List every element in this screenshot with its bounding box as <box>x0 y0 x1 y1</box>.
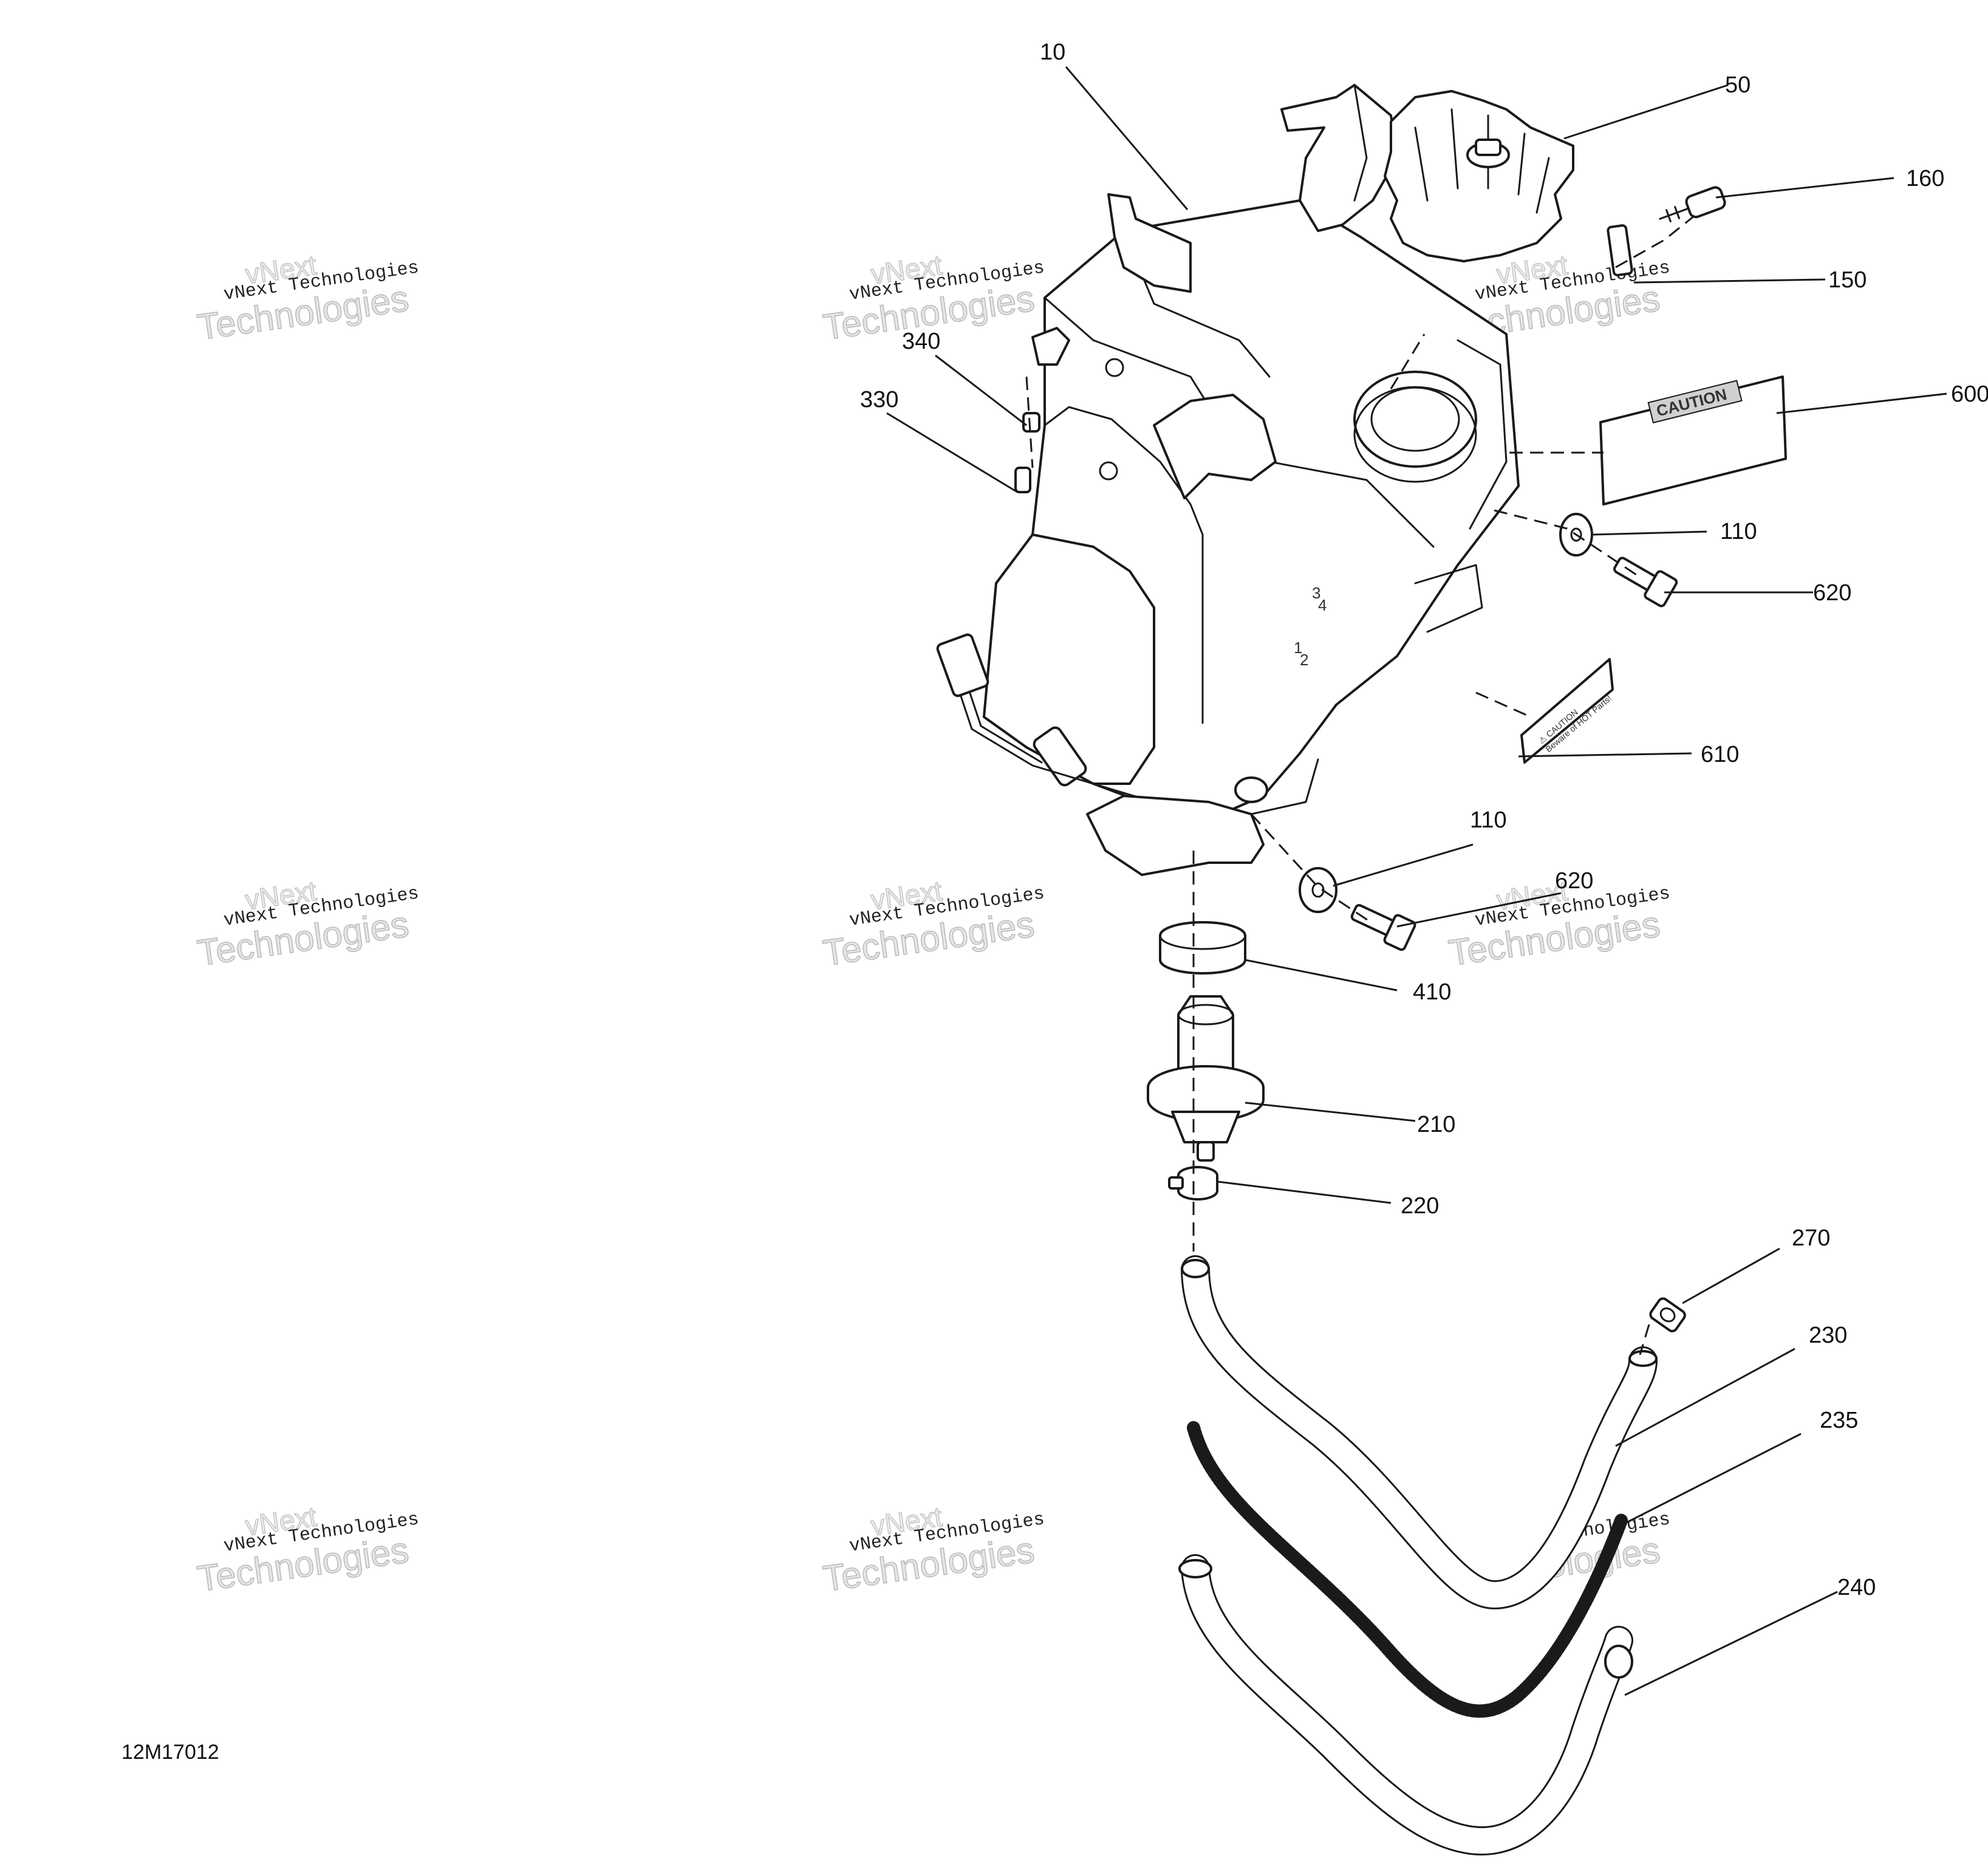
fuel-pump-part-210 <box>1147 995 1265 1162</box>
watermark-4: vNext vNext Technologies Technologies <box>194 874 420 974</box>
callout-610: 610 <box>1701 742 1739 767</box>
callout-330: 330 <box>860 387 898 413</box>
watermark-1: vNext vNext Technologies Technologies <box>194 248 420 348</box>
hose-part-240 <box>1178 1554 1633 1855</box>
svg-text:1: 1 <box>1294 639 1302 657</box>
callout-50: 50 <box>1725 72 1751 98</box>
svg-text:3: 3 <box>1312 584 1320 602</box>
callout-235: 235 <box>1820 1408 1858 1433</box>
clamp-part-270 <box>1649 1297 1686 1332</box>
callout-110-lower: 110 <box>1470 807 1507 833</box>
svg-text:2: 2 <box>1300 651 1308 669</box>
clamp-part-410 <box>1159 921 1246 975</box>
bolt-part-620-upper <box>1613 557 1678 608</box>
callout-210: 210 <box>1417 1112 1455 1137</box>
hose-part-230 <box>1181 1255 1658 1609</box>
callout-620-lower: 620 <box>1555 868 1593 894</box>
assembly-center-lines <box>1025 214 1695 1355</box>
callout-10: 10 <box>1040 39 1065 65</box>
watermark-8: vNext vNext Technologies Technologies <box>820 1500 1046 1600</box>
callout-620-upper: 620 <box>1813 580 1851 606</box>
fuel-tank-part-10: 3 4 1 2 <box>936 84 1520 876</box>
callout-410: 410 <box>1413 979 1451 1005</box>
watermark-5: vNext vNext Technologies Technologies <box>820 874 1046 974</box>
callout-340: 340 <box>902 329 940 354</box>
callout-110-upper: 110 <box>1720 519 1757 544</box>
callout-230: 230 <box>1809 1323 1847 1348</box>
fuel-cap-part-50 <box>1384 90 1574 262</box>
callout-labels: 10 50 160 150 600 340 330 110 620 610 11… <box>860 39 1988 1600</box>
caution-label-part-600: CAUTION <box>1599 375 1787 505</box>
spring-part-235 <box>1187 1421 1628 1718</box>
callout-150: 150 <box>1828 267 1867 293</box>
callout-600: 600 <box>1951 382 1988 407</box>
hot-parts-label-part-610: ⚠ CAUTION Beware of HOT Parts! <box>1520 658 1614 764</box>
callout-240: 240 <box>1837 1575 1876 1600</box>
figure-id: 12M17012 <box>121 1741 219 1764</box>
screw-part-160 <box>1659 186 1726 222</box>
callout-220: 220 <box>1401 1193 1439 1219</box>
leader-lines <box>886 66 1947 1696</box>
callout-160: 160 <box>1906 166 1944 191</box>
plate-part-150 <box>1607 224 1633 276</box>
clamp-part-220 <box>1168 1166 1218 1201</box>
svg-text:4: 4 <box>1318 596 1327 614</box>
callout-270: 270 <box>1792 1225 1830 1251</box>
watermark-7: vNext vNext Technologies Technologies <box>194 1500 420 1600</box>
washer-part-110-lower <box>1299 867 1337 913</box>
